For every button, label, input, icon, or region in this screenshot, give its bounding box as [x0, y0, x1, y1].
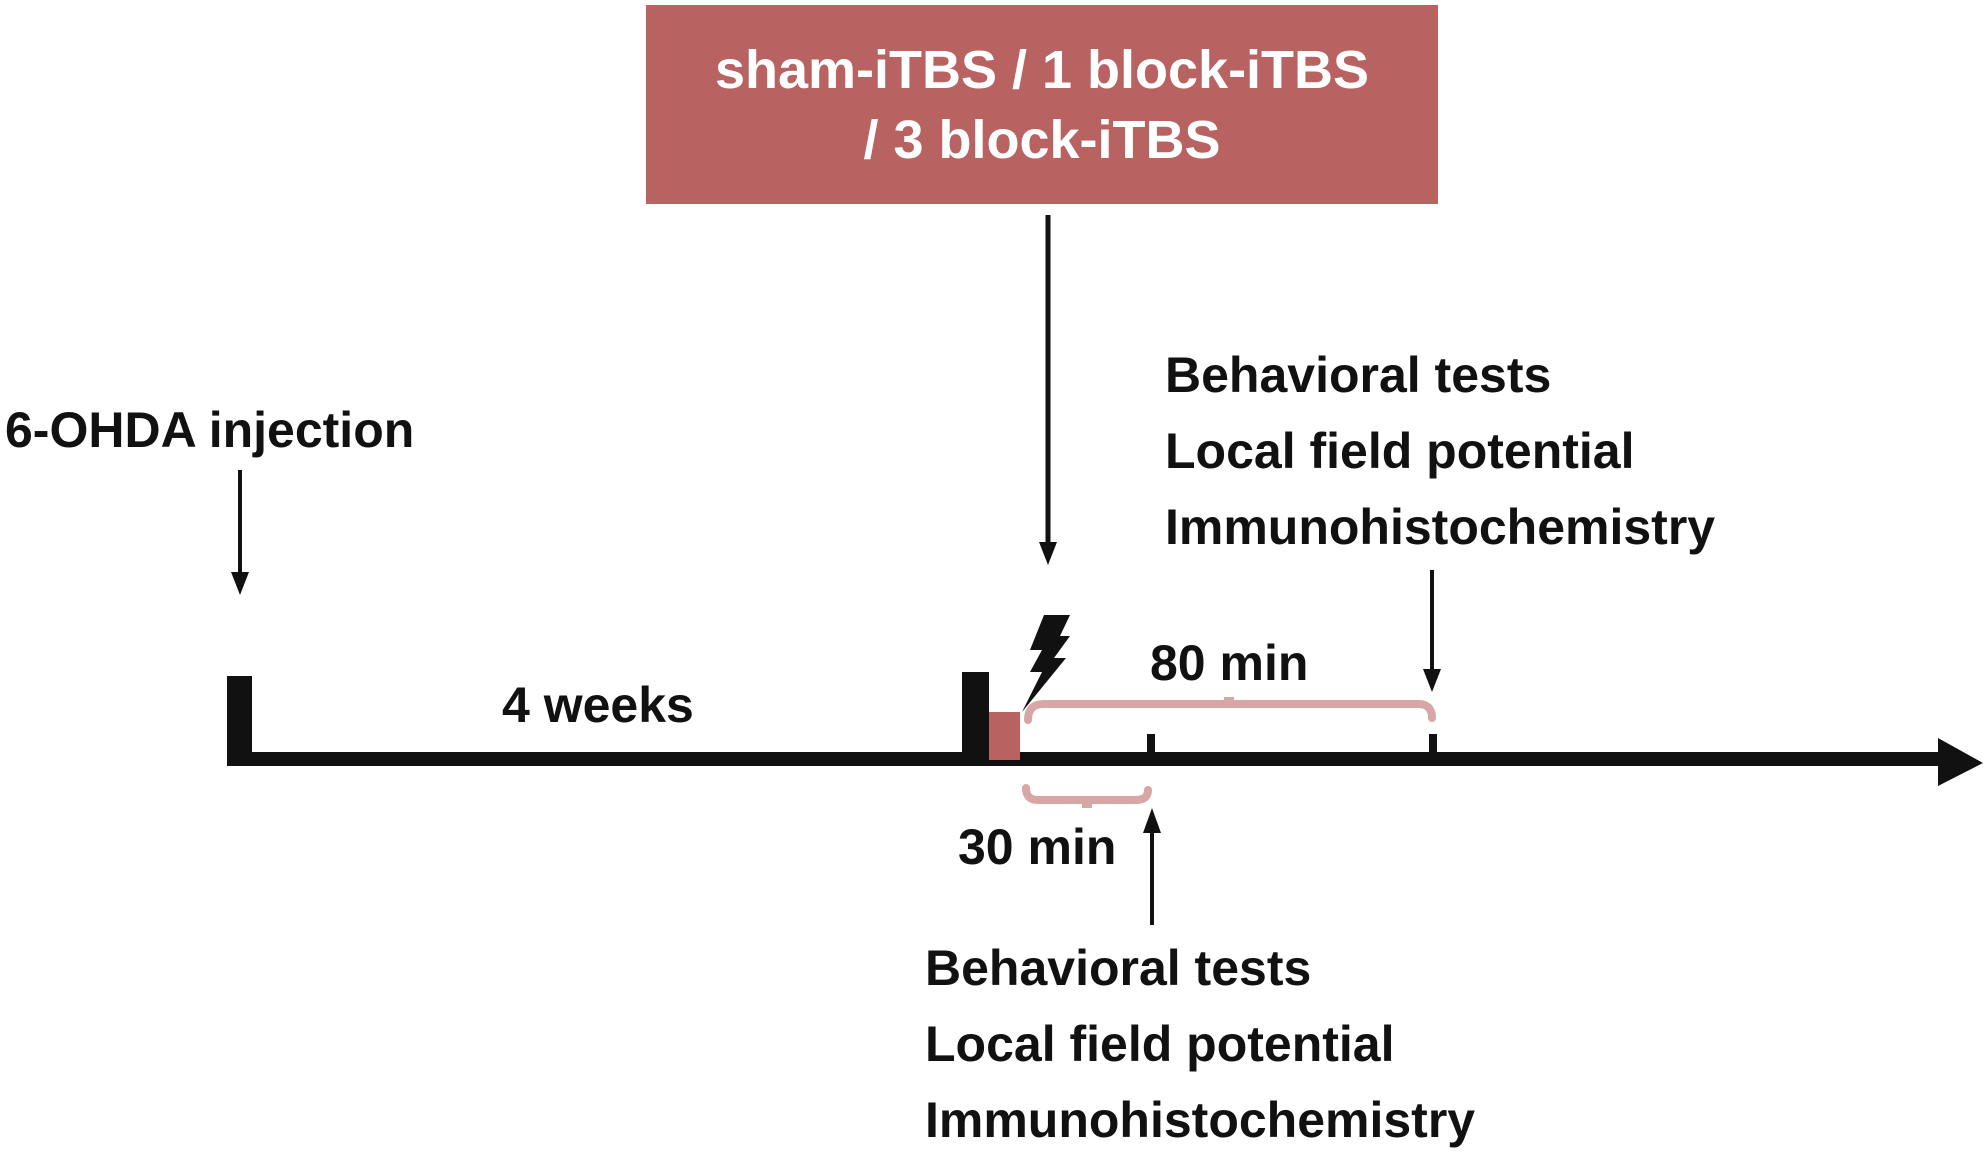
- stimulation-day-marker: [962, 672, 989, 766]
- tick-30-min: [1147, 734, 1155, 760]
- interval-label-30-min: 30 min: [958, 819, 1117, 875]
- injection-arrow-head: [231, 572, 249, 595]
- injection-marker: [227, 676, 252, 766]
- protocol-box: sham-iTBS / 1 block-iTBS / 3 block-iTBS: [646, 5, 1438, 204]
- protocol-box-background: [646, 5, 1438, 204]
- lightning-bolt-icon: [1022, 615, 1070, 712]
- bracket-30-min: [1022, 784, 1152, 804]
- lower-assessment-arrow-head: [1143, 808, 1161, 833]
- timeline-arrowhead: [1938, 738, 1983, 786]
- protocol-box-line-2: / 3 block-iTBS: [863, 109, 1221, 170]
- protocol-box-line-1: sham-iTBS / 1 block-iTBS: [714, 39, 1370, 100]
- lower-assessment-item: Immunohistochemistry: [925, 1092, 1476, 1148]
- upper-assessment-item: Local field potential: [1165, 423, 1635, 479]
- injection-label: 6-OHDA injection: [5, 402, 415, 458]
- lower-assessment-item: Behavioral tests: [925, 940, 1312, 996]
- upper-assessment-item: Behavioral tests: [1165, 347, 1552, 403]
- interval-label-80-min: 80 min: [1150, 635, 1309, 691]
- lower-assessment-item: Local field potential: [925, 1016, 1395, 1072]
- upper-assessment-item: Immunohistochemistry: [1165, 499, 1716, 555]
- protocol-arrow-head: [1039, 542, 1057, 565]
- upper-assessment-list: Behavioral tests Local field potential I…: [1165, 337, 1715, 565]
- stimulation-session-block: [989, 712, 1020, 760]
- tick-80-min: [1429, 734, 1437, 760]
- upper-assessment-arrow-head: [1423, 669, 1441, 692]
- bracket-80-min: [1024, 700, 1436, 724]
- bracket-30-min-notch: [1082, 800, 1092, 808]
- interval-label-4-weeks: 4 weeks: [502, 677, 694, 733]
- bracket-80-min-notch: [1224, 697, 1234, 705]
- lower-assessment-list: Behavioral tests Local field potential I…: [925, 930, 1475, 1158]
